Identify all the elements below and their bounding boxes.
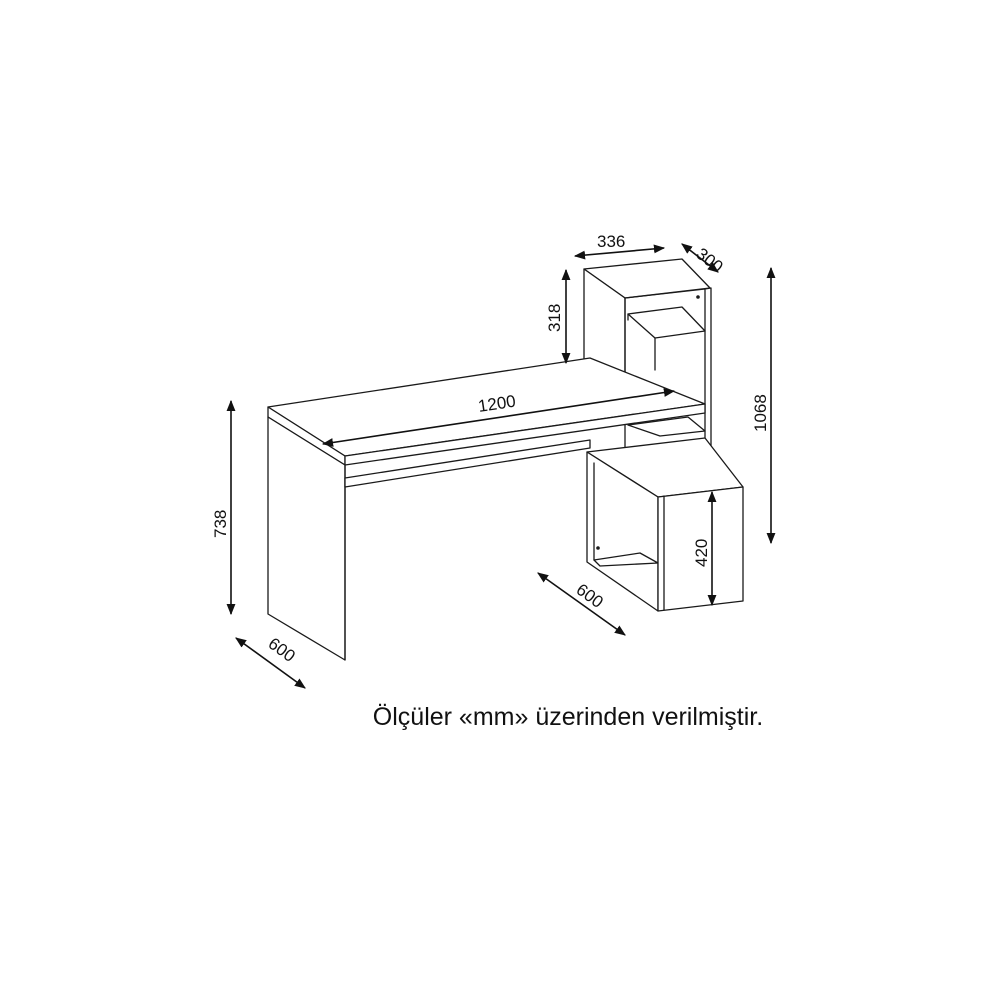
dim-line-desk-depth-left [235, 637, 306, 689]
dim-label-shelf-top-height: 318 [545, 304, 564, 332]
shelf-tower [583, 258, 712, 473]
dim-label-shelf-width: 336 [597, 232, 625, 251]
dim-label-cabinet-height: 420 [692, 539, 711, 567]
dim-label-desk-depth-right: 600 [573, 580, 607, 612]
dim-label-shelf-depth: 300 [693, 244, 727, 276]
dimension-lines [226, 243, 776, 689]
dim-line-shelf-width [573, 244, 666, 260]
units-caption: Ölçüler «mm» üzerinden verilmiştir. [372, 703, 764, 731]
dim-label-total-height: 1068 [751, 394, 770, 432]
dim-line-shelf-depth [681, 243, 719, 273]
dim-line-desk-length [321, 388, 676, 447]
dim-line-desk-depth-right [537, 572, 626, 636]
dim-label-desk-depth-left: 600 [265, 634, 299, 666]
dim-label-desk-height: 738 [211, 510, 230, 538]
right-cabinet [586, 437, 744, 612]
